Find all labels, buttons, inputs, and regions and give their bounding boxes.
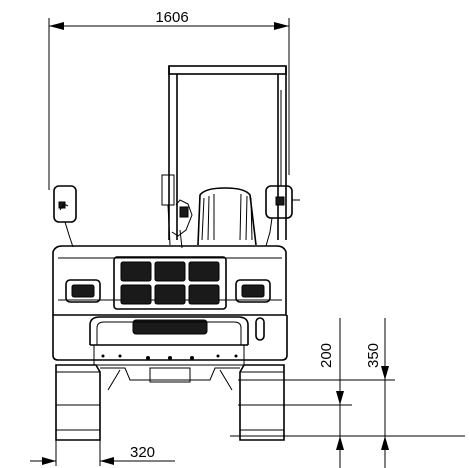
overall-width-label: 1606 [155,9,188,26]
arrowhead-right-icon [274,22,289,30]
overall-width-dimension: 1606 [48,9,290,190]
right-mirror [265,180,300,247]
arrowhead-up-icon [381,436,389,450]
left-mirror [53,185,77,248]
clearance-high-dimension: 350 [238,318,395,468]
rops-frame [168,65,287,240]
arrowhead-left-icon [100,457,114,465]
arrowhead-up-icon [336,436,344,450]
left-joystick [161,174,193,249]
seat [197,187,257,246]
left-headlight [65,279,101,303]
arrowhead-right-icon [42,457,56,465]
arrowhead-down-icon [336,391,344,405]
clearance-high-label: 350 [365,343,382,368]
track-width-dimension: 320 [30,440,175,466]
right-headlight [235,279,271,303]
right-track [239,364,285,441]
arrowhead-down-icon [381,366,389,380]
track-width-label: 320 [130,444,155,461]
front-grille [113,256,227,310]
undercarriage [100,367,240,391]
clearance-low-dimension: 200 [238,318,352,468]
arrowhead-left-icon [49,22,64,30]
lower-chassis [52,315,288,366]
clearance-low-label: 200 [318,343,335,368]
left-track [55,364,101,441]
